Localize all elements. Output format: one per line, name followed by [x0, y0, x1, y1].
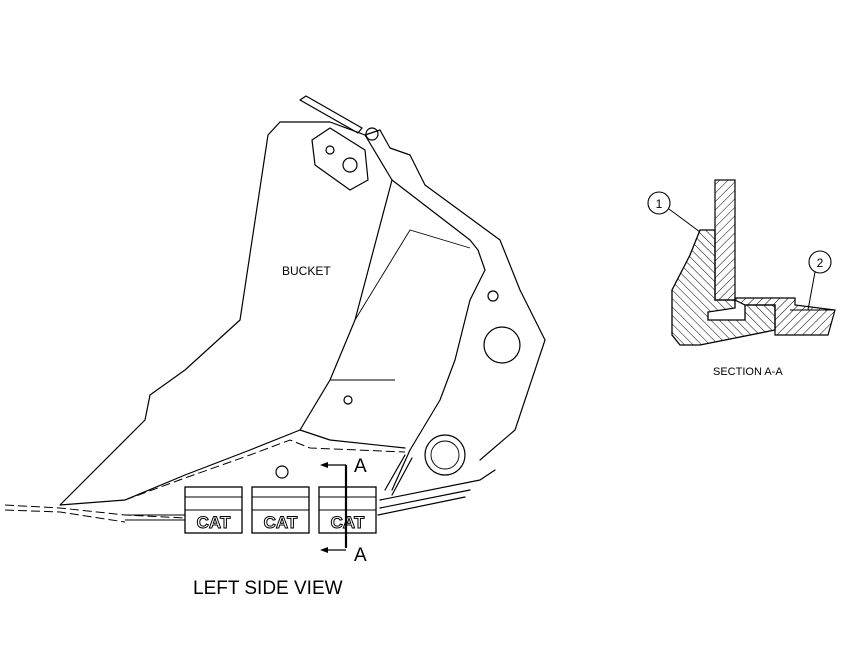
- left-side-view-title: LEFT SIDE VIEW: [193, 578, 343, 599]
- cut-arrow-bottom-icon: [320, 547, 328, 553]
- bucket-side-view: [4, 95, 546, 523]
- ground-line: [4, 504, 186, 519]
- bucket-tip: CAT: [318, 486, 377, 534]
- bucket-tip: CAT: [184, 486, 243, 534]
- cut-label-bottom: A: [354, 545, 367, 566]
- bucket-rear-wall: [364, 129, 546, 461]
- section-plate: [714, 179, 736, 301]
- cut-arrow-top-icon: [320, 462, 328, 468]
- tip-brand-label: CAT: [264, 513, 298, 532]
- tip-brand-label: CAT: [331, 513, 365, 532]
- tip-brand-label: CAT: [197, 513, 231, 532]
- bucket-tip: CAT: [251, 486, 310, 534]
- section-title: SECTION A-A: [713, 366, 783, 378]
- section-a-a-view: 1 2: [647, 179, 836, 346]
- ear-plate: [311, 127, 369, 191]
- lower-pin-boss: [424, 434, 466, 476]
- upper-pin-boss: [483, 326, 521, 364]
- bucket-label: BUCKET: [282, 264, 331, 278]
- callout-1-leader: [668, 208, 701, 233]
- callout-1-number: 1: [656, 197, 663, 211]
- cut-label-top: A: [354, 456, 367, 477]
- lift-link: [299, 95, 363, 134]
- callout-2-number: 2: [817, 256, 824, 270]
- section-cut-line: A A: [320, 456, 367, 566]
- bucket-tips: CAT CAT CAT: [184, 486, 377, 534]
- ear-hole-icon: [325, 145, 335, 155]
- callout-2-circle: [808, 250, 832, 274]
- bucket-side-plate: [59, 121, 393, 506]
- callout-2-leader: [807, 271, 816, 311]
- section-cutting-edge: [734, 297, 836, 336]
- callout-1-circle: [647, 191, 671, 215]
